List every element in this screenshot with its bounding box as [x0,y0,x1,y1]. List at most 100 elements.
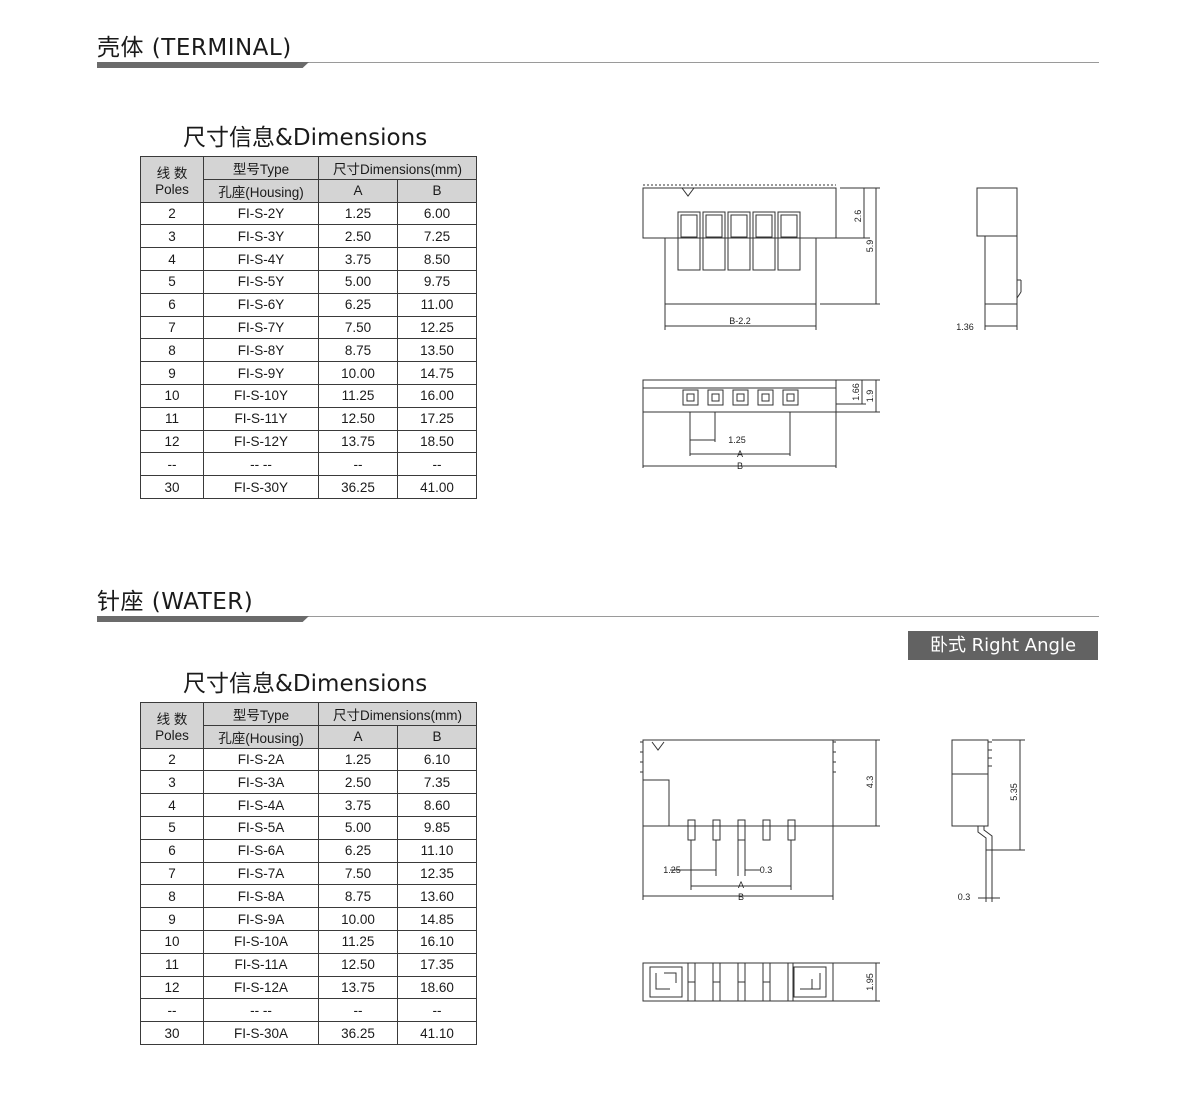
cell-poles: 2 [140,201,204,226]
cell-type: FI-S-12Y [203,429,319,454]
header-poles: 线 数 Poles [140,702,204,749]
label-0-3: 0.3 [958,892,971,902]
header-b: B [397,724,477,749]
water-spec-table: 线 数 Poles 型号Type 尺寸Dimensions(mm) 孔座(Hou… [140,702,477,1045]
cell-a: 2.50 [318,224,398,249]
water-front-view-drawing: 1.25 0.3 A B 4.3 [640,739,880,902]
cell-type: FI-S-11Y [203,406,319,431]
header-poles: 线 数 Poles [140,156,204,203]
cell-a: 5.00 [318,815,398,840]
cell-b: 7.25 [397,224,477,249]
cell-poles: 9 [140,361,204,385]
cell-a: 7.50 [318,861,398,886]
cell-poles: 12 [140,975,204,1000]
section-title-water: 针座 (WATER) [97,589,254,615]
cell-a: 5.00 [318,269,398,294]
cell-a: 10.00 [318,361,398,385]
right-angle-badge: 卧式 Right Angle [908,631,1098,660]
cell-poles: 4 [140,247,204,271]
cell-a: 36.25 [318,475,398,499]
header-poles-en: Poles [155,727,189,743]
cell-a: 13.75 [318,975,398,1000]
cell-b: 13.50 [397,338,477,363]
cell-a: 6.25 [318,838,398,863]
label-5-9: 5.9 [865,240,875,253]
cell-poles: 5 [140,815,204,840]
cell-b: 18.60 [397,975,477,1000]
cell-poles: 6 [140,838,204,863]
header-a: A [318,724,398,749]
header-poles-en: Poles [155,181,189,197]
cell-a: 2.50 [318,770,398,795]
cell-poles: 9 [140,907,204,931]
cell-a: 12.50 [318,406,398,431]
cell-poles: 11 [140,406,204,431]
cell-type: FI-S-2Y [203,201,319,226]
label-5-35: 5.35 [1009,783,1019,801]
cell-a: 1.25 [318,201,398,226]
cell-b: -- [397,452,477,477]
cell-type: FI-S-9Y [203,361,319,385]
table-row: ---- ------ [140,452,477,477]
section-title-terminal: 壳体 (TERMINAL) [97,35,292,61]
cell-type: FI-S-9A [203,907,319,931]
cell-b: 17.35 [397,952,477,977]
cell-poles: 3 [140,770,204,795]
cell-b: 14.75 [397,361,477,385]
terminal-side-view-drawing: 1.36 [956,187,1022,332]
cell-b: 11.00 [397,292,477,317]
label-a: A [737,449,743,459]
label-b-minus-2-2: B-2.2 [729,316,751,326]
water-side-view-drawing: 0.3 5.35 [951,739,1025,902]
cell-a: -- [318,452,398,477]
cell-type: FI-S-2A [203,747,319,772]
header-a: A [318,178,398,203]
header-type: 型号Type [203,156,319,180]
cell-type: -- -- [203,452,319,477]
cell-b: 8.50 [397,247,477,271]
cell-poles: -- [140,452,204,477]
cell-type: FI-S-8A [203,884,319,909]
header-b: B [397,178,477,203]
label-b: B [738,892,744,902]
cell-a: 10.00 [318,907,398,931]
terminal-top-view-drawing: 1.25 A B 1.66 1.9 [642,379,880,471]
label-1-9: 1.9 [865,390,875,403]
cell-b: 12.25 [397,315,477,340]
dimensions-title: 尺寸信息&Dimensions [183,125,428,151]
cell-poles: 30 [140,1021,204,1045]
cell-type: -- -- [203,998,319,1023]
header-poles-cn: 线 数 [156,711,188,727]
label-4-3: 4.3 [865,776,875,789]
cell-b: 9.75 [397,269,477,294]
label-2-6: 2.6 [853,210,863,223]
cell-type: FI-S-6Y [203,292,319,317]
cell-type: FI-S-6A [203,838,319,863]
cell-poles: 4 [140,793,204,817]
cell-type: FI-S-5A [203,815,319,840]
cell-type: FI-S-3A [203,770,319,795]
cell-a: 3.75 [318,247,398,271]
cell-poles: 7 [140,315,204,340]
cell-type: FI-S-10A [203,929,319,954]
cell-poles: 30 [140,475,204,499]
cell-a: 8.75 [318,338,398,363]
cell-a: 11.25 [318,929,398,954]
